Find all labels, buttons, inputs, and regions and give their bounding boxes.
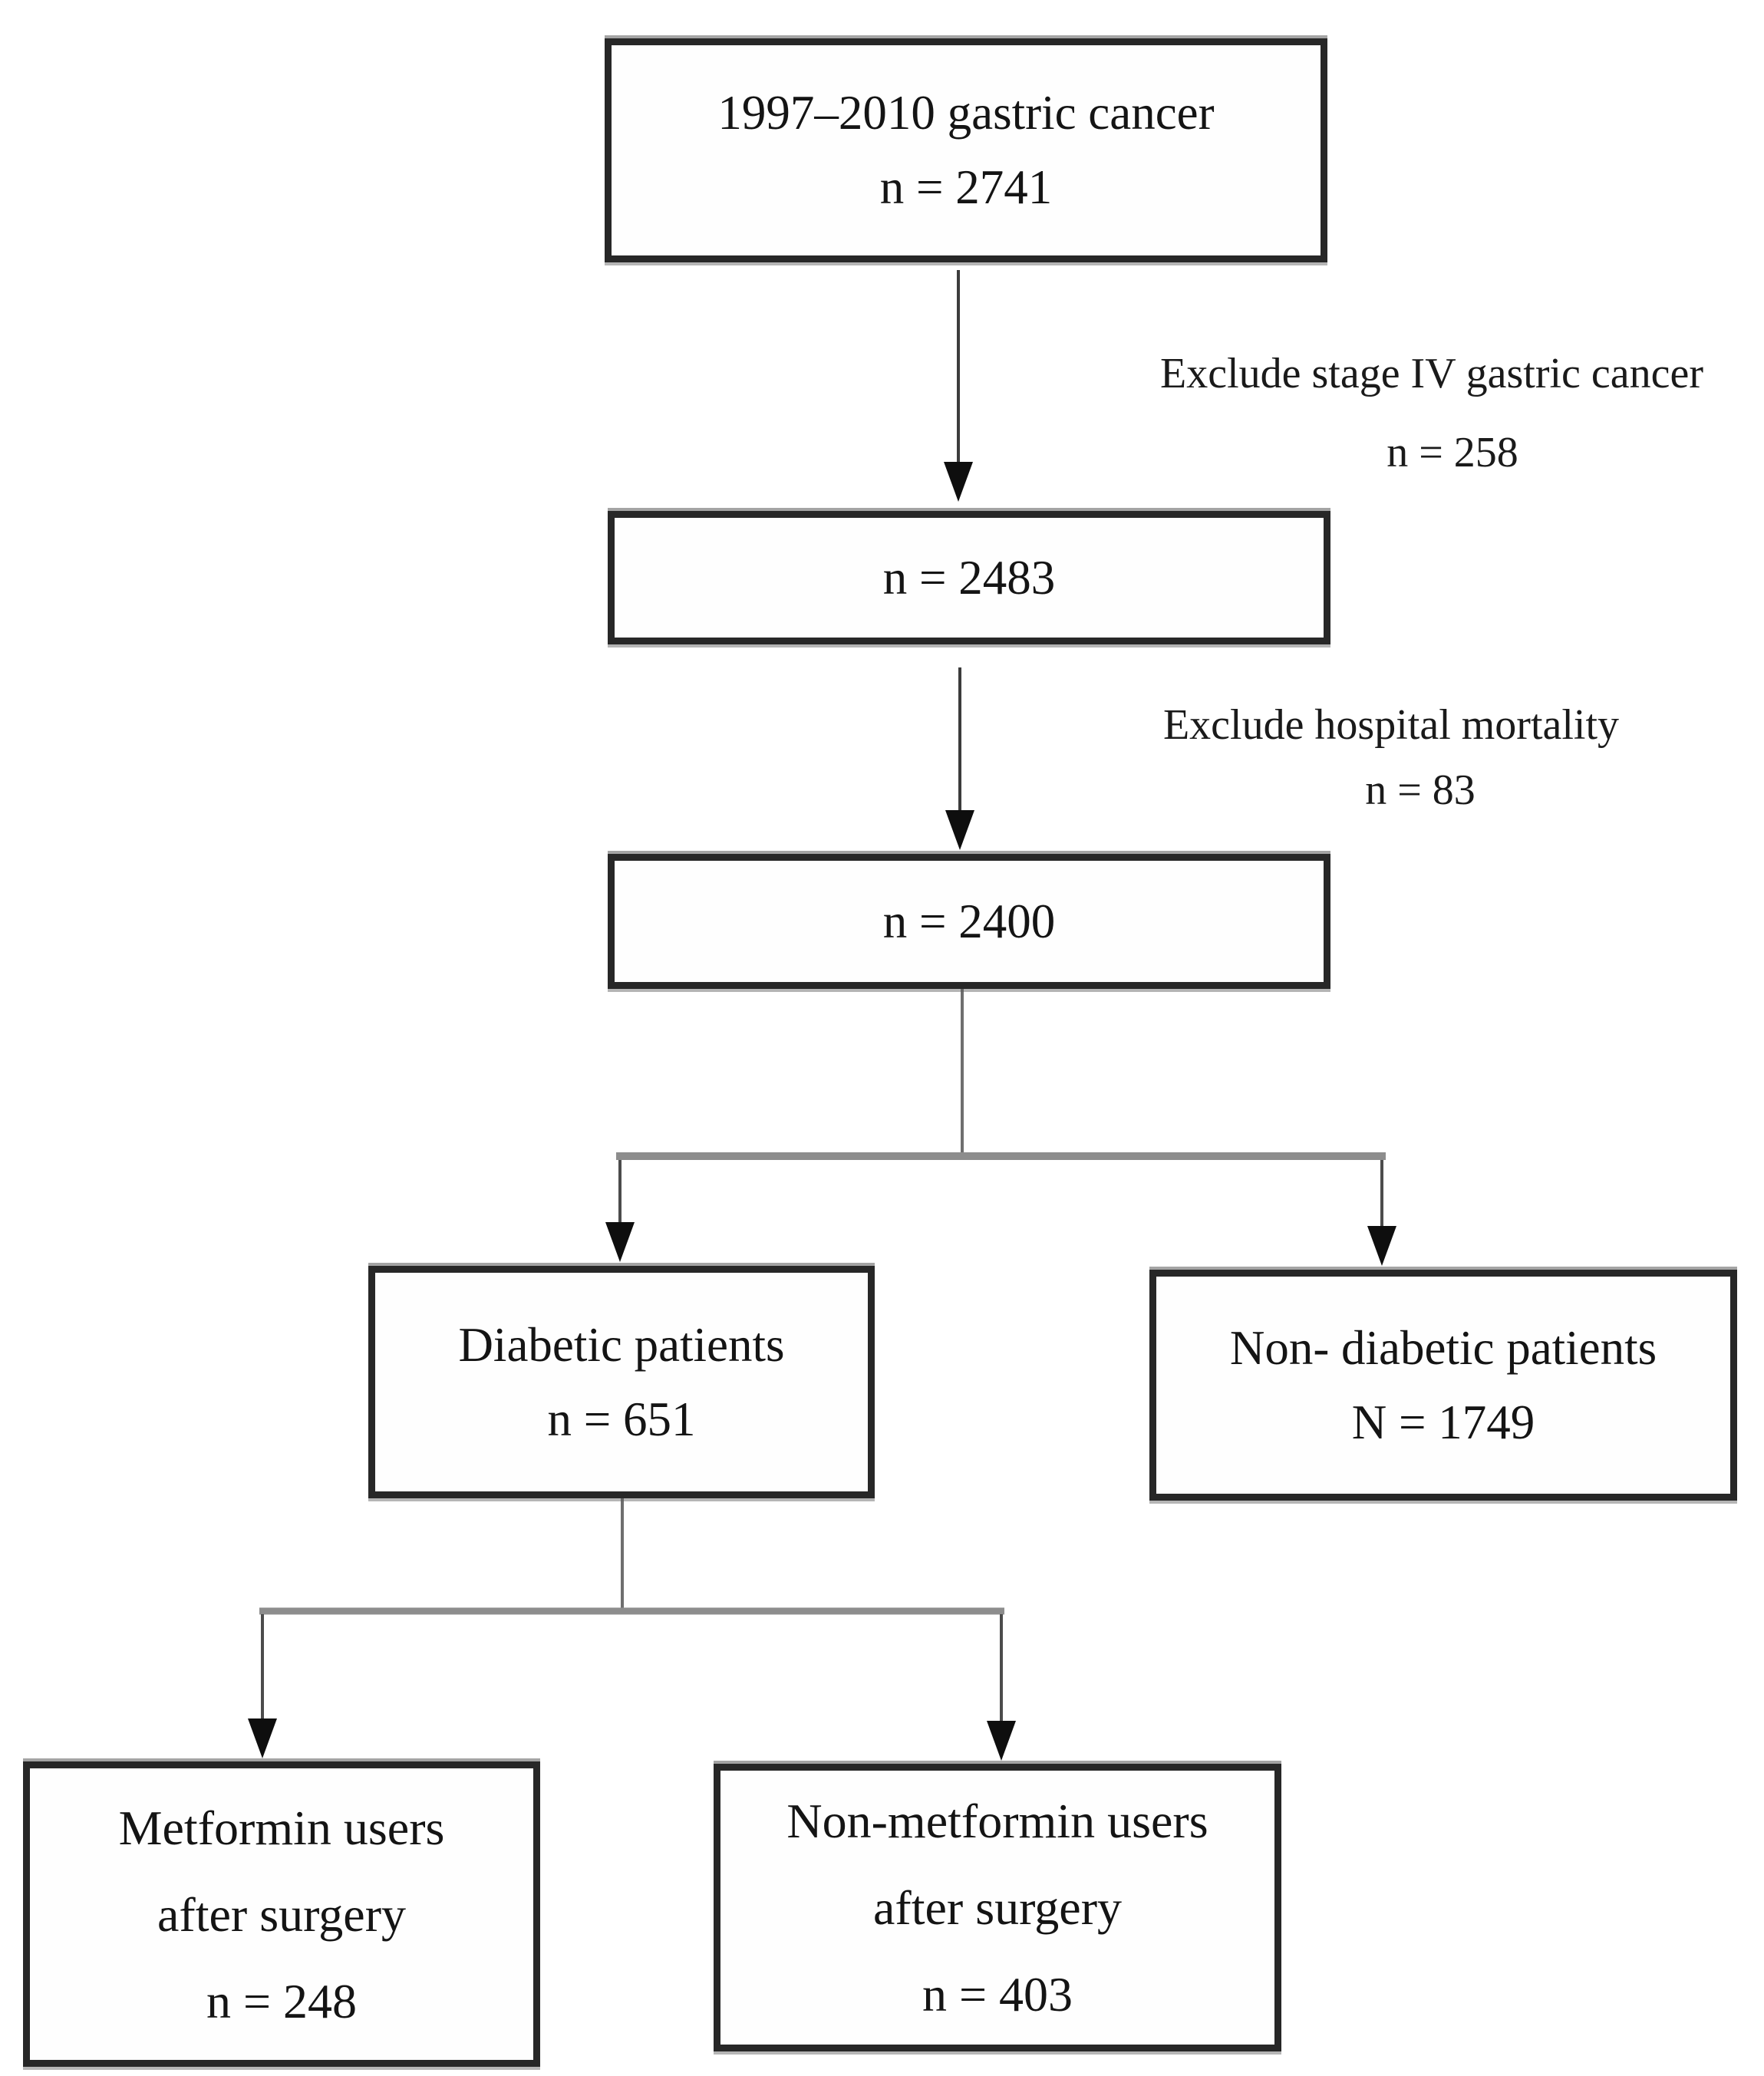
box-cohort-count: n = 2741 [879, 160, 1053, 214]
box-diabetic-title: Diabetic patients [458, 1317, 785, 1372]
annotation-exclude-stage-iv-text: Exclude stage IV gastric cancer [1160, 350, 1703, 397]
box-cohort: 1997–2010 gastric cancer n = 2741 [605, 38, 1327, 262]
arrow-cohort-to-2483 [944, 270, 973, 502]
box-after-stage-exclusion: n = 2483 [608, 511, 1330, 644]
annotation-exclude-hospital-mortality-text: Exclude hospital mortality [1162, 701, 1620, 749]
box-non-metformin-users-count: n = 403 [922, 1967, 1073, 2022]
box-metformin-users-subtitle: after surgery [157, 1887, 406, 1942]
box-non-metformin-users-subtitle: after surgery [873, 1880, 1122, 1935]
box-non-diabetic-title: Non- diabetic patients [1229, 1320, 1657, 1375]
box-after-mortality-exclusion: n = 2400 [608, 854, 1330, 989]
box-non-diabetic-count: N = 1749 [1351, 1395, 1535, 1449]
box-metformin-users: Metformin users after surgery n = 248 [23, 1761, 540, 2067]
box-diabetic: Diabetic patients n = 651 [368, 1266, 875, 1498]
box-non-metformin-users-title: Non-metformin users [786, 1794, 1208, 1848]
box-metformin-users-count: n = 248 [206, 1973, 358, 2028]
branch-2400-split [605, 989, 1396, 1266]
box-after-stage-exclusion-count: n = 2483 [882, 551, 1056, 605]
annotation-exclude-hospital-mortality-count: n = 83 [1365, 766, 1475, 814]
arrow-2483-to-2400 [945, 667, 974, 850]
box-diabetic-count: n = 651 [547, 1392, 696, 1446]
box-cohort-title: 1997–2010 gastric cancer [717, 86, 1215, 140]
branch-diabetic-split [248, 1498, 1016, 1761]
annotation-exclude-stage-iv-count: n = 258 [1386, 429, 1518, 476]
box-non-metformin-users: Non-metformin users after surgery n = 40… [714, 1764, 1281, 2051]
box-after-mortality-exclusion-count: n = 2400 [882, 895, 1056, 948]
box-metformin-users-title: Metformin users [118, 1800, 445, 1855]
box-non-diabetic: Non- diabetic patients N = 1749 [1149, 1270, 1737, 1501]
